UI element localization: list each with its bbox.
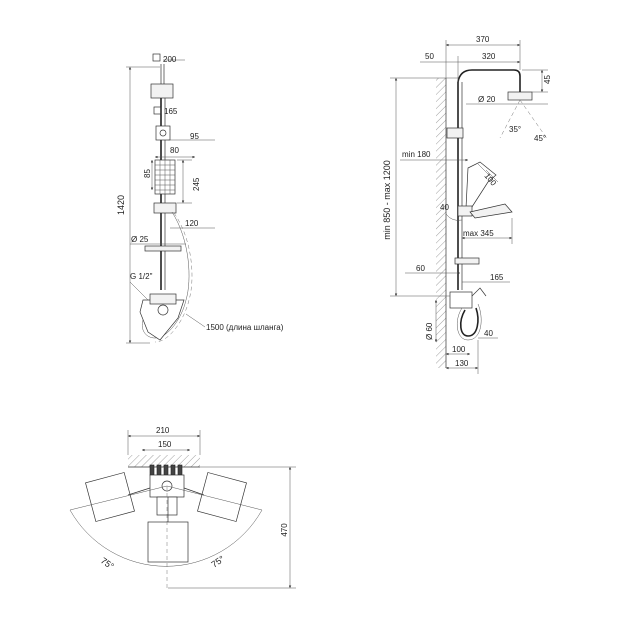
hose-length-label: 1500 (длина шланга) (206, 323, 284, 332)
thread-label: G 1/2" (130, 272, 153, 281)
dim-370-label: 370 (476, 35, 490, 44)
dim-40-label: 40 (484, 329, 493, 338)
mixer-side (449, 291, 473, 309)
dim-200-label: 200 (163, 55, 177, 64)
angle-35-label: 35° (509, 125, 521, 134)
head-position-left (85, 472, 135, 522)
angle-right-label: 75° (209, 553, 226, 569)
dim-85-label: 85 (143, 169, 152, 178)
side-view: 35° 45° 370 50 320 45 Ø 20 mi (382, 35, 552, 374)
angle-left-label: 75° (99, 555, 116, 571)
overhead-head-top (147, 521, 189, 563)
angle-45-label: 45° (534, 134, 546, 143)
min-180-label: min 180 (402, 150, 431, 159)
mixer-front (139, 299, 185, 341)
dim-470-label: 470 (280, 523, 289, 537)
overhead-head-side (507, 91, 533, 101)
dim-80-label: 80 (170, 146, 179, 155)
wall (436, 78, 446, 368)
angle-40-label: 40 (440, 203, 449, 212)
dim-320-label: 320 (482, 52, 496, 61)
top-view: 75° 75° 210 150 470 (69, 426, 296, 589)
dim-165-side-label: 165 (490, 273, 504, 282)
wall-bracket-side (446, 127, 464, 139)
dim-120-label: 120 (185, 219, 199, 228)
front-view: 1420 200 165 95 80 85 245 120 Ø 25 G 1/2… (116, 53, 284, 344)
height-label: 1420 (116, 195, 126, 215)
slider-holder (153, 202, 177, 214)
dia-25-label: Ø 25 (131, 235, 149, 244)
dim-245-label: 245 (192, 177, 201, 191)
dim-165-label: 165 (164, 107, 178, 116)
swing-arc (69, 509, 263, 567)
dim-130-label: 130 (455, 359, 469, 368)
dim-95-label: 95 (190, 132, 199, 141)
dim-50-label: 50 (425, 52, 434, 61)
soap-shelf (144, 245, 182, 252)
shelf-side (469, 203, 513, 219)
hose (142, 211, 190, 339)
dia-60-label: Ø 60 (425, 322, 434, 340)
wall-top (128, 455, 200, 467)
dia-20-label: Ø 20 (478, 95, 496, 104)
dim-45-label: 45 (543, 75, 552, 84)
height-range-label: min 850 - max 1200 (382, 160, 392, 240)
dim-150-label: 150 (158, 440, 172, 449)
head-position-right (197, 472, 247, 522)
shower-arm (457, 69, 521, 92)
dim-60-label: 60 (416, 264, 425, 273)
max-345-label: max 345 (463, 229, 494, 238)
wall-bracket-top (155, 125, 171, 141)
dim-100-label: 100 (452, 345, 466, 354)
shower-head-front (150, 83, 174, 99)
dim-210-label: 210 (156, 426, 170, 435)
